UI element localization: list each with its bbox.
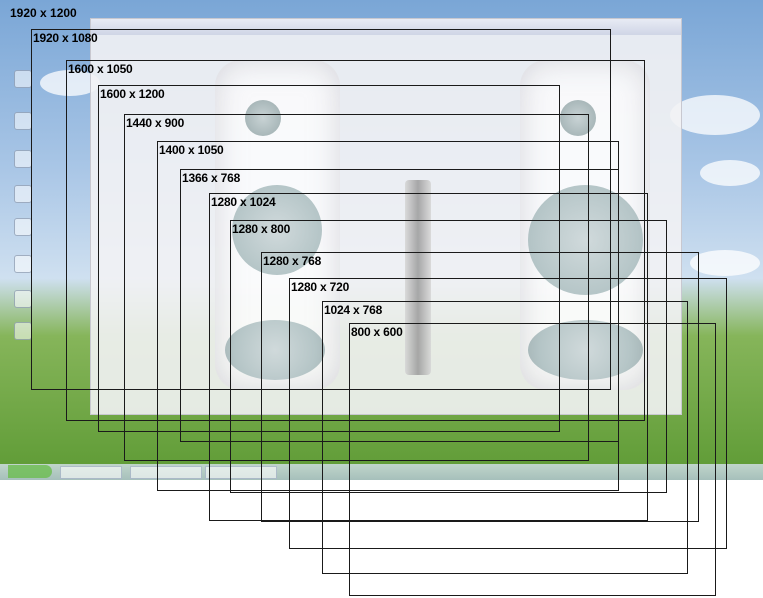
resolution-label: 1920 x 1080 [33, 31, 98, 45]
resolution-label: 1440 x 900 [126, 116, 184, 130]
desktop-icon[interactable] [14, 322, 32, 340]
resolution-label: 1366 x 768 [182, 171, 240, 185]
start-button[interactable] [8, 465, 52, 478]
desktop-icon[interactable] [14, 218, 32, 236]
desktop-icon[interactable] [14, 70, 32, 88]
resolution-label: 1600 x 1200 [100, 87, 165, 101]
resolution-label: 1024 x 768 [324, 303, 382, 317]
desktop-icon[interactable] [14, 150, 32, 168]
resolution-label: 1280 x 768 [263, 254, 321, 268]
desktop-icon[interactable] [14, 255, 32, 273]
resolution-label: 800 x 600 [351, 325, 403, 339]
cloud [700, 160, 760, 186]
taskbar-item[interactable] [60, 466, 122, 479]
desktop-icon[interactable] [14, 112, 32, 130]
resolution-label-1920x1200: 1920 x 1200 [10, 6, 77, 20]
resolution-label: 1280 x 1024 [211, 195, 276, 209]
resolution-label: 1280 x 720 [291, 280, 349, 294]
cloud [690, 250, 760, 276]
resolution-label: 1400 x 1050 [159, 143, 224, 157]
resolution-label: 1280 x 800 [232, 222, 290, 236]
desktop-icon[interactable] [14, 185, 32, 203]
cloud [670, 95, 760, 135]
resolution-label: 1600 x 1050 [68, 62, 133, 76]
resolution-box-800x600: 800 x 600 [349, 323, 716, 596]
desktop-icon[interactable] [14, 290, 32, 308]
